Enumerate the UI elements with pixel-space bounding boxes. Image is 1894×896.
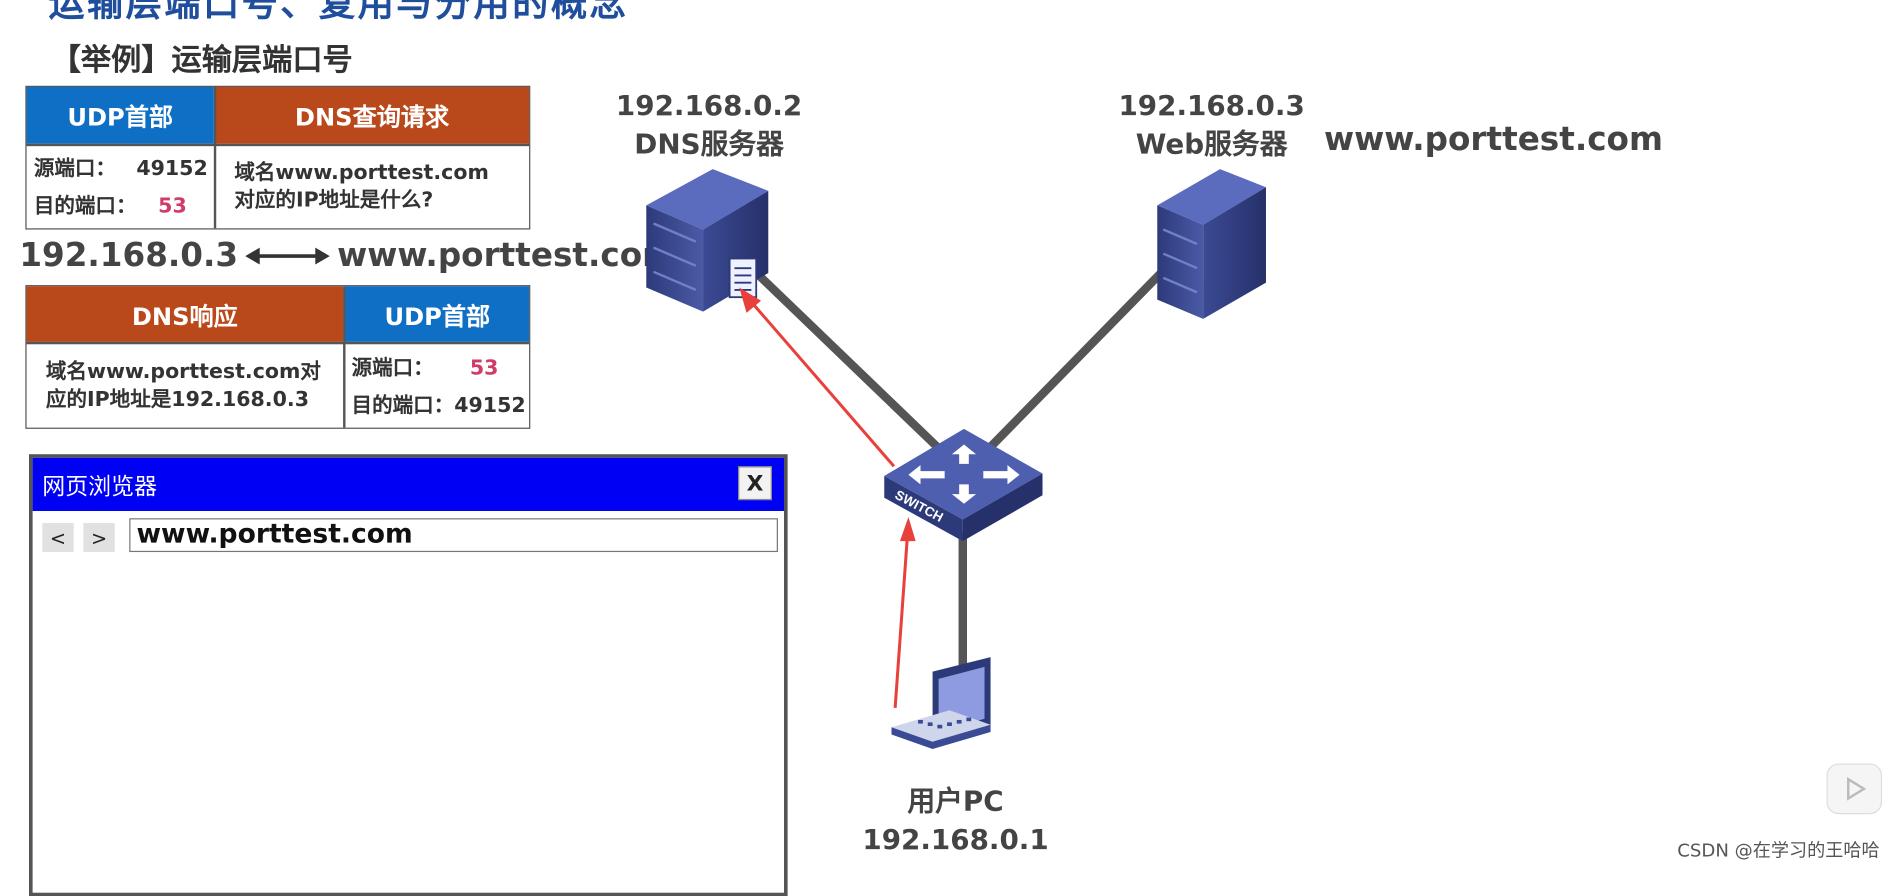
web-server-domain: www.porttest.com (1323, 120, 1663, 159)
switch-icon: SWITCH (884, 428, 1043, 542)
query-src-port-value: 49152 (136, 157, 208, 182)
browser-window: 网页浏览器 X < > www.porttest.com (28, 454, 788, 896)
back-button[interactable]: < (42, 523, 74, 553)
query-dns-header: DNS查询请求 (215, 86, 530, 144)
dns-server-icon (646, 169, 769, 312)
query-src-port-label: 源端口： (33, 157, 116, 182)
watermark: CSDN @在学习的王哈哈 (1677, 839, 1880, 862)
dns-server-ip: 192.168.0.2 (615, 90, 803, 123)
dns-server-name: DNS服务器 (634, 129, 784, 161)
close-button[interactable]: X (738, 466, 772, 501)
play-button[interactable] (1826, 763, 1883, 815)
response-dst-port-label: 目的端口： (351, 393, 455, 418)
response-src-port-value: 53 (469, 356, 499, 381)
network-diagram: SWITCH (646, 169, 1266, 749)
browser-title-bar: 网页浏览器 X (32, 457, 784, 511)
slide-title: 运输层端口号、复用与分用的概念 (48, 0, 629, 26)
dns-query-packet: UDP首部 DNS查询请求 源端口： 49152 目的端口： 53 域名www.… (25, 85, 531, 230)
user-pc-label: 用户PC 192.168.0.1 (853, 783, 1058, 860)
arrow-pc-to-switch (893, 517, 916, 708)
response-body-line2: 应的IP地址是192.168.0.3 (45, 387, 310, 412)
user-pc-name: 用户PC (907, 786, 1004, 818)
query-dst-port-label: 目的端口： (33, 194, 137, 219)
response-body-line1: 域名www.porttest.com对 (45, 359, 321, 385)
query-src-port: 源端口： 49152 (34, 153, 213, 186)
web-server-name: Web服务器 (1135, 129, 1288, 161)
address-bar[interactable]: www.porttest.com (129, 518, 778, 553)
mapping-domain: www.porttest.com (337, 236, 677, 275)
browser-title: 网页浏览器 (42, 473, 158, 501)
response-dst-port-value: 49152 (454, 393, 526, 418)
query-body-line1: 域名www.porttest.com (234, 160, 489, 185)
query-udp-header: UDP首部 (26, 86, 214, 144)
response-dst-port: 目的端口：49152 (352, 390, 526, 423)
query-body: 域名www.porttest.com 对应的IP地址是什么? (234, 157, 489, 217)
response-src-port: 源端口： 53 (352, 353, 499, 386)
web-server-ip: 192.168.0.3 (1118, 90, 1305, 123)
query-dst-port-value: 53 (158, 194, 187, 219)
forward-button[interactable]: > (83, 523, 115, 553)
web-server-label: 192.168.0.3 Web服务器 (1114, 87, 1310, 164)
mapping-ip: 192.168.0.3 (19, 236, 239, 275)
link-web-switch (985, 268, 1166, 453)
ip-domain-mapping: 192.168.0.3 www.porttest.com (19, 237, 676, 274)
response-src-port-label: 源端口： (351, 356, 434, 381)
dns-server-label: 192.168.0.2 DNS服务器 (611, 87, 807, 164)
web-server-icon (1157, 169, 1266, 319)
double-arrow-icon (245, 247, 330, 264)
response-body: 域名www.porttest.com对 应的IP地址是192.168.0.3 (46, 356, 321, 416)
query-dst-port: 目的端口： 53 (34, 191, 187, 224)
arrow-switch-to-dns (739, 287, 896, 468)
play-icon (1847, 776, 1867, 801)
response-dns-header: DNS响应 (26, 286, 344, 342)
link-dns-switch (746, 262, 943, 453)
dns-response-packet: DNS响应 UDP首部 域名www.porttest.com对 应的IP地址是1… (25, 285, 531, 429)
query-body-line2: 对应的IP地址是什么? (234, 188, 434, 213)
user-pc-ip: 192.168.0.1 (862, 825, 1049, 857)
laptop-icon (891, 657, 991, 749)
example-title: 【举例】运输层端口号 (50, 42, 353, 78)
response-udp-header: UDP首部 (345, 286, 530, 342)
